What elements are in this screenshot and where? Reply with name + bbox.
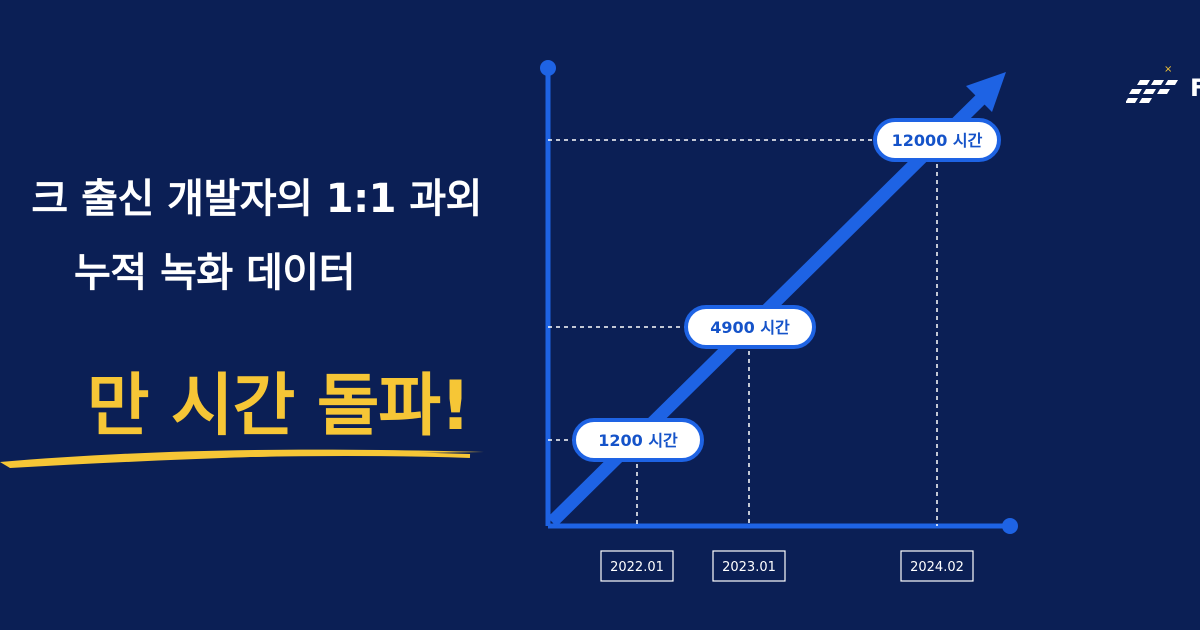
x-tick-label: 2022.01 [610,560,664,575]
headline-line-1: 크 출신 개발자의 1:1 과외 [31,176,482,222]
y-axis-end-dot [540,60,556,76]
x-tick-box [712,550,786,582]
x-tick-label: 2023.01 [722,560,776,575]
point-label: 4900 시간 [710,318,790,337]
brand-name: F [1190,74,1200,102]
headline-line-3: 만 시간 돌파! [86,367,471,446]
headline-line-2: 누적 녹화 데이터 [74,250,355,296]
x-tick-box [600,550,674,582]
x-axis-end-dot [1002,518,1018,534]
x-tick-labels: 2022.01 2023.01 2024.02 [600,550,974,582]
point-labels: 1200 시간 4900 시간 12000 시간 [572,118,1001,462]
point-label-badge [684,305,816,349]
trend-arrowhead [966,72,1006,112]
point-label: 1200 시간 [598,431,678,450]
brand-logo-icon: × [1126,64,1178,103]
chart-axes [540,60,1018,534]
point-label-badge [572,418,704,462]
x-tick-label: 2024.02 [910,560,964,575]
x-tick-box [900,550,974,582]
svg-text:×: × [1164,64,1172,75]
point-label-badge [873,118,1001,162]
yellow-underline-stroke [0,449,484,468]
point-label: 12000 시간 [892,131,983,150]
